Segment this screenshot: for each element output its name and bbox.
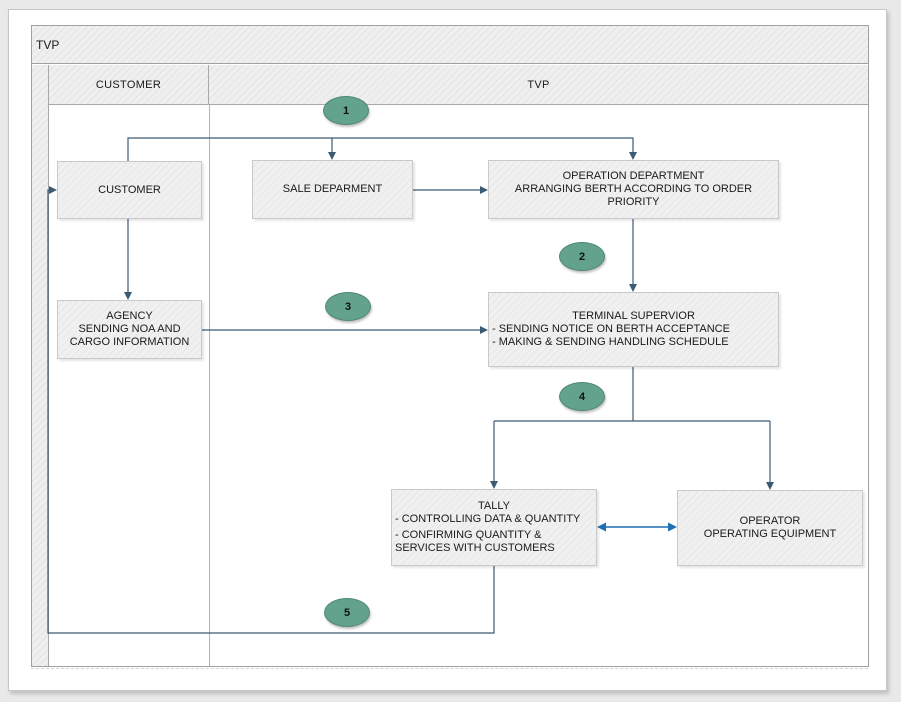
node-operation-line2: ARRANGING BERTH ACCORDING TO ORDER [514,183,753,195]
node-tally-bullet2-cont: SERVICES WITH CUSTOMERS [395,542,555,554]
node-agency-line2: SENDING NOA AND [78,323,181,335]
lane-header-customer: CUSTOMER [49,65,209,105]
lane-header-tvp: TVP [209,65,868,105]
pool-title-band: TVP [32,26,868,64]
lane-divider [209,105,210,666]
step-badge-1: 1 [323,96,369,125]
node-tally: TALLY - CONTROLLING DATA & QUANTITY - CO… [391,489,597,566]
node-terminal-bullet1: - SENDING NOTICE ON BERTH ACCEPTANCE [492,323,730,335]
node-operator-title: OPERATOR [739,515,801,527]
node-sale-title: SALE DEPARMENT [282,183,383,195]
node-terminal-bullet2: - MAKING & SENDING HANDLING SCHEDULE [492,336,729,348]
pool-title: TVP [36,37,60,52]
step-badge-4: 4 [559,382,605,411]
node-tally-bullet1: - CONTROLLING DATA & QUANTITY [395,513,581,525]
page-boundary-line [31,668,868,669]
pool-side-strip [32,65,49,666]
step-badge-2-label: 2 [578,250,586,263]
node-operator-line2: OPERATING EQUIPMENT [703,528,837,540]
node-terminal-supervior: TERMINAL SUPERVIOR - SENDING NOTICE ON B… [488,292,779,367]
node-operator: OPERATOR OPERATING EQUIPMENT [677,490,863,566]
node-tally-bullet2: - CONFIRMING QUANTITY & [395,529,542,541]
node-agency: AGENCY SENDING NOA AND CARGO INFORMATION [57,300,202,359]
node-tally-title: TALLY [478,500,510,512]
step-badge-3-label: 3 [344,300,352,313]
node-sale-department: SALE DEPARMENT [252,160,413,219]
node-customer-title: CUSTOMER [98,183,161,196]
node-operation-line3: PRIORITY [607,196,660,208]
node-agency-title: AGENCY [106,310,153,322]
step-badge-3: 3 [325,292,371,321]
step-badge-1-label: 1 [342,104,350,117]
step-badge-5-label: 5 [343,606,351,619]
node-terminal-title: TERMINAL SUPERVIOR [572,310,695,322]
node-operation-title: OPERATION DEPARTMENT [562,170,705,182]
node-agency-line3: CARGO INFORMATION [69,336,190,348]
step-badge-4-label: 4 [578,390,586,403]
step-badge-5: 5 [324,598,370,627]
lane-label-tvp: TVP [527,78,550,91]
node-customer: CUSTOMER [57,161,202,219]
lane-label-customer: CUSTOMER [95,78,162,91]
step-badge-2: 2 [559,242,605,271]
node-operation-department: OPERATION DEPARTMENT ARRANGING BERTH ACC… [488,160,779,219]
